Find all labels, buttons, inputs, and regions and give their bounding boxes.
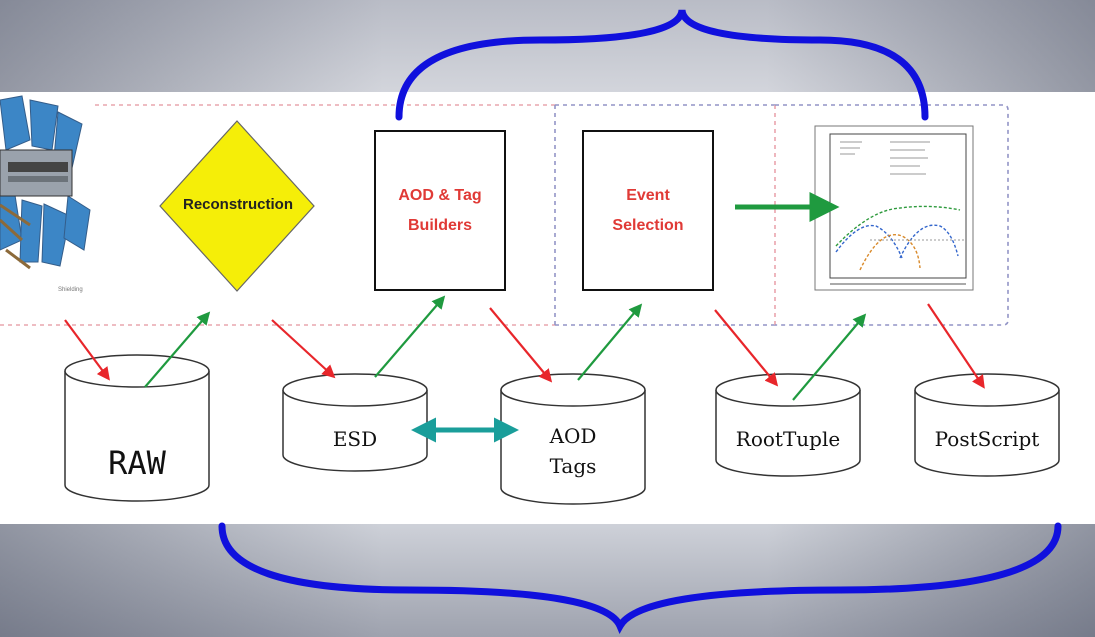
arrow-detector-to-raw xyxy=(64,319,110,381)
store-label-aod-line1: AOD xyxy=(549,424,597,448)
aod-tag-builders-box: AOD & Tag Builders xyxy=(374,130,506,291)
event-selection-label-line1: Event xyxy=(626,186,670,204)
output-arrows xyxy=(144,192,867,401)
analysis-plot-thumbnail xyxy=(814,125,974,291)
cylinder-aod-tags xyxy=(500,373,646,505)
detector-caption: Shielding xyxy=(58,287,83,293)
reconstruction-label: Reconstruction xyxy=(182,196,293,213)
arrow-selection-to-roottuple xyxy=(714,309,779,387)
bottom-curly-brace xyxy=(218,522,1062,634)
arrow-roottuple-to-plot xyxy=(792,313,867,401)
input-arrows xyxy=(64,303,985,389)
arrow-esd-to-builders xyxy=(374,295,446,378)
event-selection-box: Event Selection xyxy=(582,130,714,291)
event-selection-label-line2: Selection xyxy=(612,216,684,234)
cylinder-esd xyxy=(282,373,428,472)
store-label-roottuple: RootTuple xyxy=(735,427,841,451)
store-label-postscript: PostScript xyxy=(934,427,1040,451)
reconstruction-diamond xyxy=(159,120,315,292)
detector-image: Shielding xyxy=(0,95,95,295)
arrow-aod-to-selection xyxy=(577,303,643,381)
store-label-aod: AOD Tags xyxy=(501,421,645,481)
cylinder-postscript xyxy=(914,373,1060,477)
top-curly-brace xyxy=(395,9,929,121)
aod-builder-label-line1: AOD & Tag xyxy=(398,186,482,204)
arrow-plot-to-postscript xyxy=(927,303,985,389)
arrow-reco-to-esd xyxy=(271,319,336,379)
cylinder-raw xyxy=(64,354,210,502)
aod-builder-label-line2: Builders xyxy=(407,216,472,234)
arrow-builders-to-aod xyxy=(489,307,553,383)
store-label-raw: RAW xyxy=(108,444,166,482)
cylinder-roottuple xyxy=(715,373,861,477)
store-label-esd: ESD xyxy=(332,427,378,451)
arrow-raw-to-reco xyxy=(144,311,211,388)
store-label-aod-line2: Tags xyxy=(549,454,597,478)
